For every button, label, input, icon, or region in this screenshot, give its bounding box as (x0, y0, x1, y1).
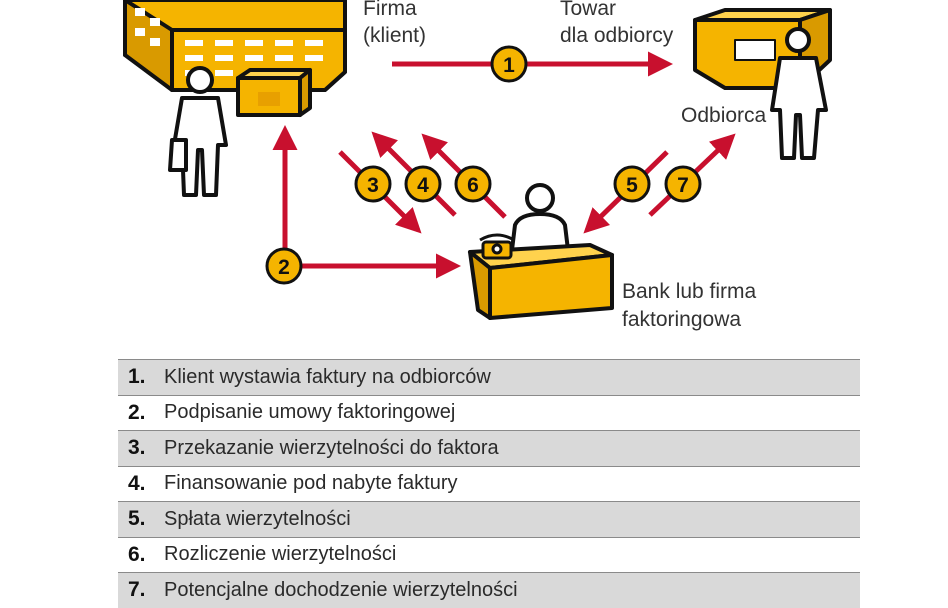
legend-row: 5. Spłata wierzytelności (118, 501, 860, 537)
legend-number: 2. (128, 400, 146, 424)
legend-row: 1. Klient wystawia faktury na odbiorców (118, 359, 860, 395)
badge-2: 2 (265, 247, 303, 285)
label-bank-line1: Bank lub firma (622, 280, 757, 303)
client-person-icon (168, 66, 228, 197)
legend-number: 4. (128, 471, 146, 495)
legend-number: 7. (128, 578, 146, 602)
legend-number: 1. (128, 365, 146, 389)
badge-3: 3 (354, 165, 392, 203)
legend-text: Klient wystawia faktury na odbiorców (164, 365, 491, 388)
legend-text: Podpisanie umowy faktoringowej (164, 401, 456, 424)
legend-row: 7. Potencjalne dochodzenie wierzytelności (118, 572, 860, 608)
label-dla-odbiorcy: dla odbiorcy (560, 24, 674, 47)
company-box-icon (236, 68, 312, 117)
legend-text: Rozliczenie wierzytelności (164, 543, 397, 566)
label-klient: (klient) (363, 24, 427, 47)
svg-text:4: 4 (417, 174, 429, 197)
svg-text:2: 2 (278, 256, 290, 279)
legend-row: 2. Podpisanie umowy faktoringowej (118, 394, 860, 430)
legend-text: Finansowanie pod nabyte faktury (164, 472, 458, 495)
legend-row: 4. Finansowanie pod nabyte faktury (118, 465, 860, 501)
legend-number: 5. (128, 507, 146, 531)
label-odbiorca: Odbiorca (681, 104, 767, 127)
recipient-person-icon (770, 27, 828, 160)
telephone-icon (479, 233, 515, 260)
banker-person-icon (510, 183, 570, 252)
badge-5: 5 (613, 165, 651, 203)
factoring-flow-diagram: 1 2 3 4 6 5 7 (123, 0, 832, 320)
legend-row: 3. Przekazanie wierzytelności do faktora (118, 430, 860, 466)
svg-text:1: 1 (503, 54, 515, 77)
legend-text: Potencjalne dochodzenie wierzytelności (164, 578, 518, 601)
badge-1: 1 (490, 45, 528, 83)
legend-row: 6. Rozliczenie wierzytelności (118, 536, 860, 572)
label-firma: Firma (363, 0, 417, 20)
svg-text:5: 5 (626, 174, 638, 197)
step-badges: 1 2 3 4 6 5 7 (265, 45, 702, 285)
company-building-icon (123, 0, 347, 92)
badge-4: 4 (404, 165, 442, 203)
legend-text: Przekazanie wierzytelności do faktora (164, 436, 499, 459)
svg-text:6: 6 (467, 174, 479, 197)
legend-number: 3. (128, 436, 146, 460)
legend-text: Spłata wierzytelności (164, 507, 351, 530)
svg-text:3: 3 (367, 174, 379, 197)
legend-table: 1. Klient wystawia faktury na odbiorców 2… (118, 359, 860, 608)
label-towar: Towar (560, 0, 617, 20)
badge-6: 6 (454, 165, 492, 203)
svg-text:7: 7 (677, 174, 689, 197)
badge-7: 7 (664, 165, 702, 203)
label-bank-line2: faktoringowa (622, 308, 742, 331)
legend-number: 6. (128, 542, 146, 566)
